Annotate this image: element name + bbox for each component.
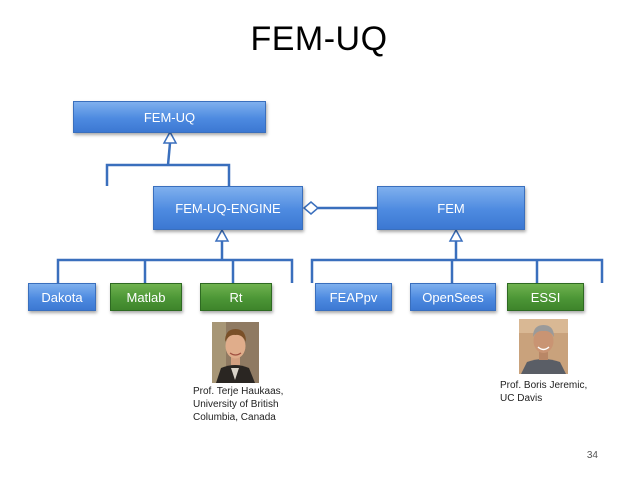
portrait-photo	[519, 319, 568, 374]
box-fem: FEM	[377, 186, 525, 230]
portrait-caption: Prof. Terje Haukaas, University of Briti…	[193, 386, 284, 423]
box-opensees: OpenSees	[410, 283, 496, 311]
box-matlab: Matlab	[110, 283, 182, 311]
box-dakota: Dakota	[28, 283, 96, 311]
page-number: 34	[586, 450, 598, 461]
box-fem-uq: FEM-UQ	[73, 101, 266, 133]
box-fem-uq-engine: FEM-UQ-ENGINE	[153, 186, 303, 230]
inheritance-arrow	[214, 228, 230, 242]
aggregation-diamond	[302, 201, 320, 215]
portrait-caption: Prof. Boris Jeremic, UC Davis	[500, 380, 588, 404]
box-feappv: FEAPpv	[315, 283, 392, 311]
inheritance-arrow	[162, 130, 178, 144]
inheritance-arrow	[448, 228, 464, 242]
box-essi: ESSI	[507, 283, 584, 311]
box-rt: Rt	[200, 283, 272, 311]
slide-title: FEM-UQ	[250, 20, 388, 58]
portrait-photo	[212, 322, 259, 383]
